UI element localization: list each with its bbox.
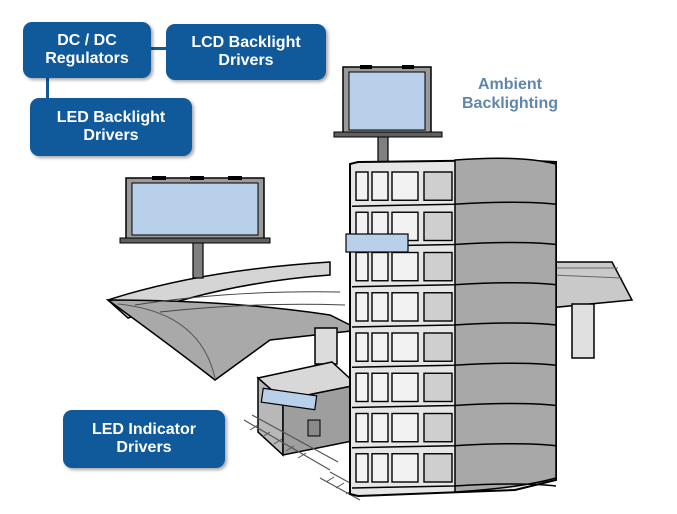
- tower-window: [391, 251, 419, 282]
- led-backlight-line2: Drivers: [83, 127, 139, 144]
- floor-band: [351, 241, 557, 248]
- tower-window: [371, 453, 389, 483]
- connector-dc-led: [46, 78, 49, 100]
- tower-window: [391, 292, 419, 322]
- lcd-line1: LCD Backlight: [191, 34, 301, 51]
- tower-window: [423, 412, 453, 443]
- tower-window: [371, 372, 389, 403]
- floor-band: [351, 322, 557, 328]
- tower-window: [371, 332, 389, 362]
- tower-window: [423, 453, 453, 483]
- tower-window: [355, 372, 369, 403]
- floor-band: [351, 201, 557, 207]
- tower-window: [371, 412, 389, 443]
- tower-window: [391, 332, 419, 362]
- tower-floors: [351, 171, 557, 489]
- billboard-left: [119, 176, 271, 279]
- led-backlight-line1: LED Backlight: [56, 109, 166, 126]
- tower-window: [355, 171, 369, 201]
- tower-window: [423, 292, 453, 322]
- tower-window: [355, 292, 369, 322]
- floor-band: [351, 483, 557, 489]
- tower-window: [355, 412, 369, 443]
- ambient-line1: Ambient: [478, 76, 542, 93]
- led-indicator-line1: LED Indicator: [91, 421, 196, 438]
- utility-building: [243, 361, 371, 501]
- tower-window: [423, 372, 453, 403]
- billboard-top: [333, 65, 443, 163]
- led-backlight-drivers-box: LED Backlight Drivers: [30, 98, 192, 156]
- ambient-line2: Backlighting: [461, 95, 558, 112]
- tower-window: [355, 453, 369, 483]
- tower-window: [423, 171, 453, 201]
- dc-dc-line2: Regulators: [45, 50, 129, 67]
- connector-dc-lcd: [150, 47, 168, 50]
- tower-window: [371, 292, 389, 322]
- lcd-line2: Drivers: [218, 52, 274, 69]
- tower-window: [355, 251, 369, 282]
- floor-band: [351, 362, 557, 368]
- tower-window: [391, 412, 419, 443]
- lcd-backlight-drivers-box: LCD Backlight Drivers: [166, 24, 326, 80]
- floor-band: [351, 402, 557, 409]
- tower-window: [423, 251, 453, 282]
- tower-window: [391, 372, 419, 403]
- tower-window: [391, 453, 419, 483]
- floor-band: [351, 443, 557, 449]
- dc-dc-line1: DC / DC: [57, 32, 117, 49]
- office-tower: [345, 157, 557, 498]
- floor-band: [351, 282, 557, 288]
- highway: [105, 261, 634, 381]
- dc-dc-regulators-box: DC / DC Regulators: [23, 22, 151, 78]
- tower-window: [391, 171, 419, 201]
- tower-window: [371, 251, 389, 282]
- led-indicator-line2: Drivers: [116, 439, 172, 456]
- ambient-backlighting-label: Ambient Backlighting: [430, 75, 590, 113]
- tower-window: [371, 171, 389, 201]
- tower-window: [355, 332, 369, 362]
- led-indicator-drivers-box: LED Indicator Drivers: [63, 410, 225, 468]
- tower-window: [423, 332, 453, 362]
- tower-window: [423, 211, 453, 242]
